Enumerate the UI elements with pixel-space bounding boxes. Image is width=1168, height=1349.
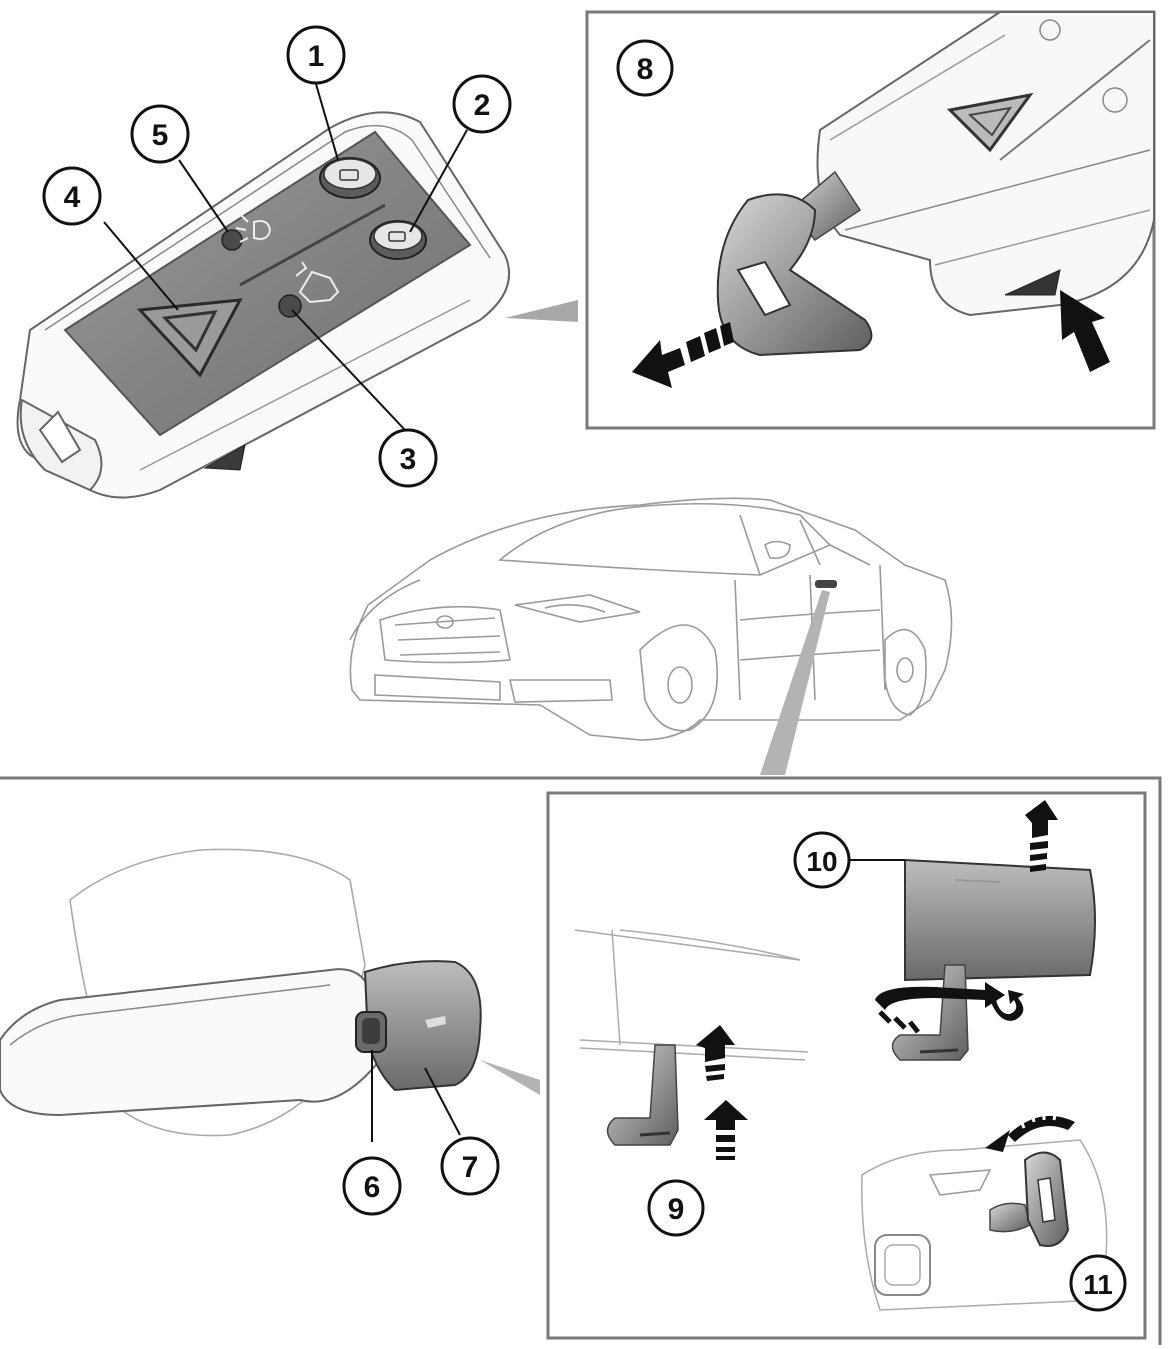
press-arrow-icon xyxy=(1060,290,1110,372)
unlock-button xyxy=(319,157,381,199)
up-arrow-icon xyxy=(696,1025,735,1062)
handle-end-cap xyxy=(363,960,482,1092)
callout-5: 5 xyxy=(130,104,190,164)
callout-6: 6 xyxy=(342,1156,402,1216)
hazard-triangle-icon xyxy=(136,298,243,378)
up-arrow-icon-2 xyxy=(704,1100,748,1130)
callout-8: 8 xyxy=(616,39,674,97)
car-door-handle-marker xyxy=(815,580,837,588)
step-10-illustration: 10 xyxy=(793,800,1096,1061)
callout-10: 10 xyxy=(793,831,851,889)
callout-1: 1 xyxy=(286,25,346,85)
step-9-illustration: 9 xyxy=(574,929,809,1237)
svg-text:8: 8 xyxy=(637,53,654,86)
bottom-frame xyxy=(0,776,1162,1345)
fob-key-tip xyxy=(203,444,246,471)
callout-pointer-fob xyxy=(505,300,578,322)
svg-text:10: 10 xyxy=(806,846,837,877)
key-fob-icon xyxy=(16,111,511,499)
callout-9: 9 xyxy=(647,1179,705,1237)
callout-leaders xyxy=(103,83,468,431)
callout-2: 2 xyxy=(452,74,512,134)
svg-text:6: 6 xyxy=(364,1171,381,1204)
swing-arrow-icon xyxy=(985,1130,1010,1152)
svg-text:4: 4 xyxy=(64,181,81,214)
pull-arrow-icon xyxy=(632,322,734,388)
rotate-arrow-icon-2 xyxy=(990,990,1024,1021)
callout-7: 7 xyxy=(440,1136,500,1196)
callout-11: 11 xyxy=(1069,1254,1127,1312)
svg-text:7: 7 xyxy=(462,1151,479,1184)
callout-pointer-handle xyxy=(480,1060,540,1095)
door-handle-icon xyxy=(0,848,482,1137)
svg-text:1: 1 xyxy=(308,40,325,73)
rotate-arrow-icon xyxy=(875,982,1005,1010)
lock-button xyxy=(369,220,427,260)
up-arrow-icon-3 xyxy=(1025,800,1058,838)
step-11-illustration: 11 xyxy=(861,1109,1127,1312)
boot-release-button xyxy=(278,261,340,318)
svg-text:5: 5 xyxy=(152,119,169,152)
svg-text:11: 11 xyxy=(1083,1269,1113,1300)
headlamp-button xyxy=(221,213,272,251)
callout-4: 4 xyxy=(42,166,102,226)
callout-3: 3 xyxy=(378,428,438,488)
emergency-key-blade-icon xyxy=(716,170,873,357)
keypad-panel xyxy=(63,130,472,437)
callout-pointer-car xyxy=(760,590,830,775)
svg-text:2: 2 xyxy=(474,89,491,122)
svg-text:3: 3 xyxy=(400,443,417,476)
panel-lock-cover-removal: 9 10 xyxy=(546,791,1147,1340)
svg-text:9: 9 xyxy=(668,1193,685,1226)
panel-key-release: 8 xyxy=(585,10,1156,430)
car-icon xyxy=(349,497,953,741)
